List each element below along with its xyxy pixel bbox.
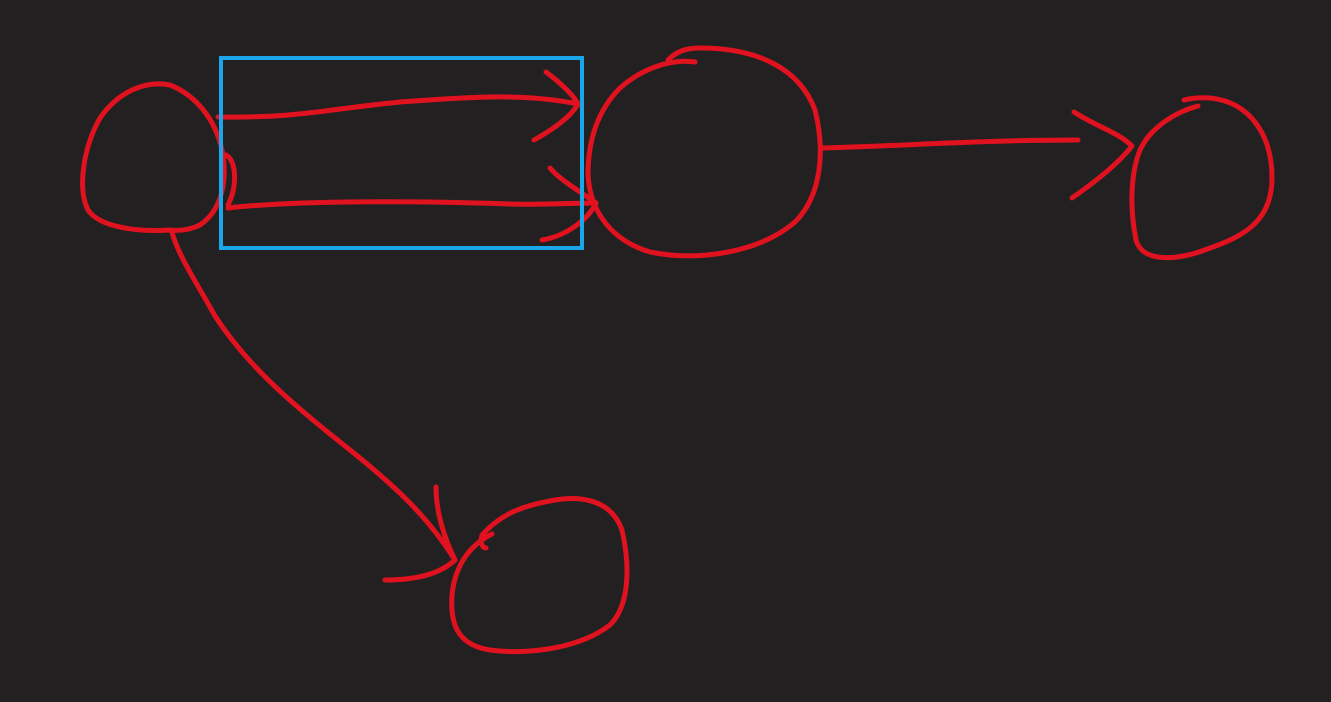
edge-3-arrowhead	[382, 484, 458, 583]
edge-0-arrowhead	[531, 69, 581, 143]
edge-1[interactable]	[225, 199, 599, 211]
edge-2[interactable]	[819, 137, 1081, 151]
left-node[interactable]	[80, 81, 227, 233]
edge-0[interactable]	[215, 94, 581, 120]
edge-1-arrowhead	[539, 165, 599, 243]
left-node-stub	[223, 152, 237, 208]
edge-3[interactable]	[169, 229, 458, 563]
bottom-node[interactable]	[449, 496, 630, 654]
edge-2-arrowhead	[1069, 109, 1135, 201]
center-node[interactable]	[585, 45, 823, 259]
right-node[interactable]	[1129, 95, 1275, 261]
selection-box[interactable]	[219, 56, 584, 250]
